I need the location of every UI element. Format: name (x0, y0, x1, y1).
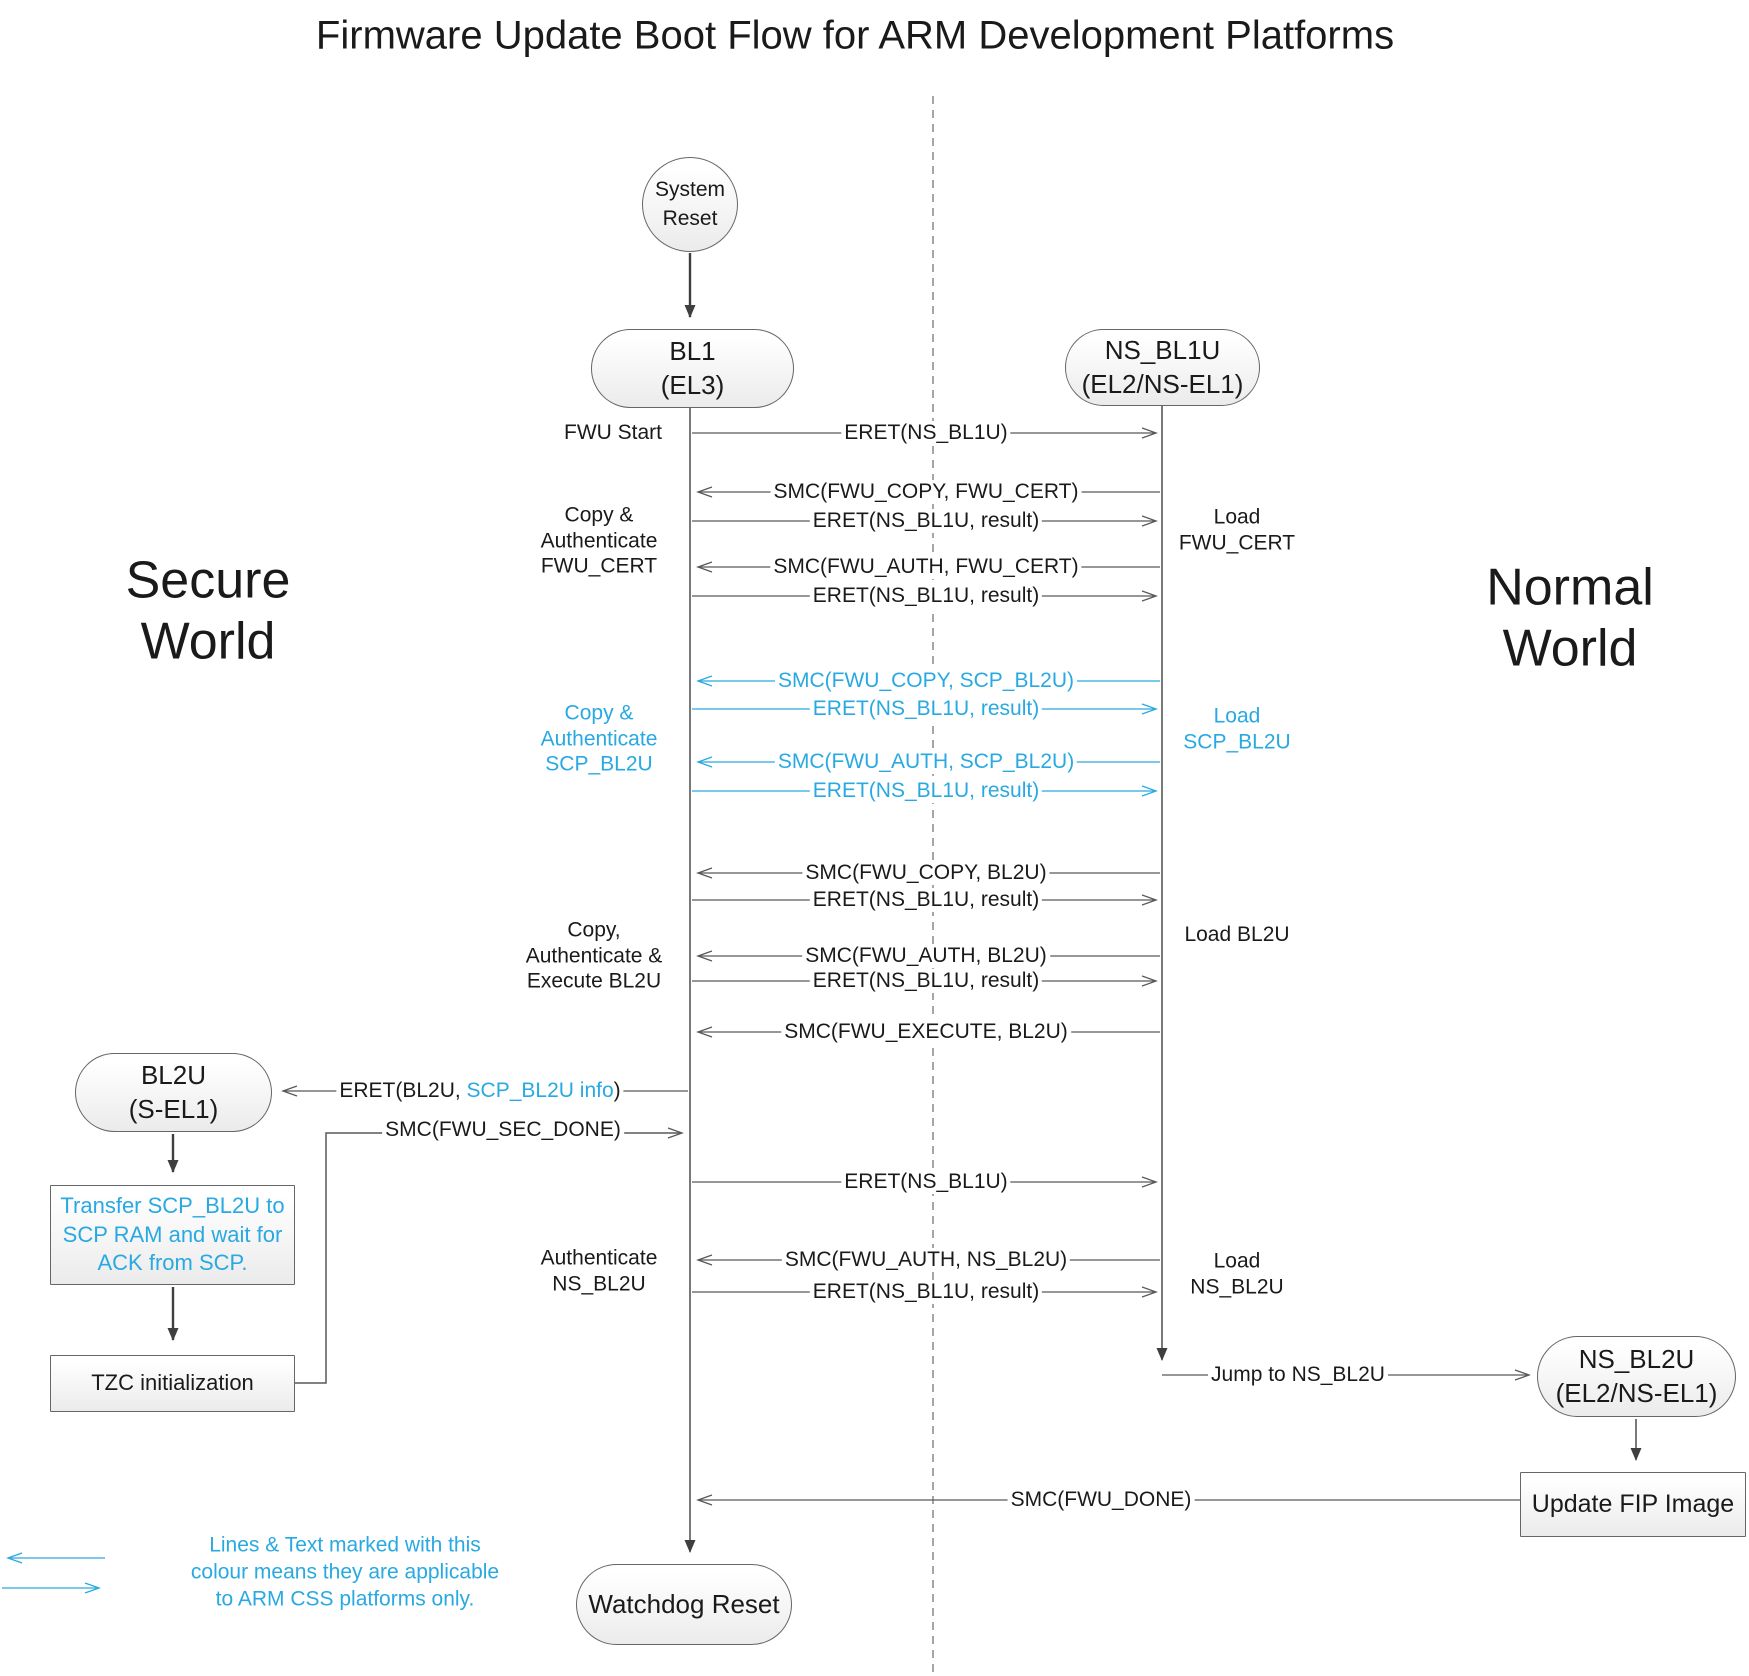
message-smc-fwu-execute-bl2u: SMC(FWU_EXECUTE, BL2U) (781, 1020, 1071, 1044)
node-watchdog-reset: Watchdog Reset (576, 1564, 792, 1645)
message-eret-bl2u: ERET(BL2U, SCP_BL2U info) (336, 1079, 624, 1103)
message-smc-fwu-copy-bl2u: SMC(FWU_COPY, BL2U) (802, 861, 1050, 885)
node-bl1: BL1 (EL3) (591, 329, 794, 408)
label-copy-auth-fwu-cert: Copy & Authenticate FWU_CERT (540, 503, 658, 578)
label-load-ns-bl2u: Load NS_BL2U (1190, 1249, 1284, 1298)
message-smc-fwu-copy-scp-bl2u: SMC(FWU_COPY, SCP_BL2U) (774, 669, 1078, 693)
label-copy-auth-scp-bl2u: Copy & Authenticate SCP_BL2U (540, 701, 658, 776)
message-eret-result-5: ERET(NS_BL1U, result) (809, 1280, 1043, 1304)
node-transfer-scp-bl2u: Transfer SCP_BL2U to SCP RAM and wait fo… (50, 1185, 295, 1285)
message-eret-result-scp-2: ERET(NS_BL1U, result) (809, 779, 1043, 803)
message-smc-fwu-done: SMC(FWU_DONE) (1007, 1488, 1195, 1512)
message-eret-result-3: ERET(NS_BL1U, result) (809, 888, 1043, 912)
message-jump-to-ns-bl2u: Jump to NS_BL2U (1208, 1363, 1388, 1387)
label-copy-auth-exec-bl2u: Copy, Authenticate & Execute BL2U (525, 918, 663, 993)
message-eret-result-2: ERET(NS_BL1U, result) (809, 584, 1043, 608)
message-eret-ns-bl1u-start: ERET(NS_BL1U) (841, 421, 1011, 445)
normal-world-label: Normal World (1486, 558, 1654, 678)
message-eret-result-4: ERET(NS_BL1U, result) (809, 969, 1043, 993)
secure-world-label: Secure World (125, 551, 291, 671)
node-bl2u: BL2U (S-EL1) (75, 1053, 272, 1132)
message-eret-result-scp-1: ERET(NS_BL1U, result) (809, 697, 1043, 721)
node-ns-bl1u: NS_BL1U (EL2/NS-EL1) (1065, 329, 1260, 406)
label-load-bl2u: Load BL2U (1184, 923, 1290, 947)
message-eret-ns-bl1u-2: ERET(NS_BL1U) (841, 1170, 1011, 1194)
message-smc-fwu-copy-fwu-cert: SMC(FWU_COPY, FWU_CERT) (770, 480, 1082, 504)
message-eret-bl2u-prefix: ERET(BL2U, (339, 1079, 467, 1102)
node-ns-bl2u: NS_BL2U (EL2/NS-EL1) (1537, 1336, 1736, 1417)
node-tzc-initialization: TZC initialization (50, 1355, 295, 1412)
message-eret-bl2u-suffix: ) (613, 1079, 621, 1102)
node-update-fip-image: Update FIP Image (1520, 1472, 1746, 1537)
message-eret-result-1: ERET(NS_BL1U, result) (809, 509, 1043, 533)
legend-note: Lines & Text marked with this colour mea… (190, 1533, 500, 1611)
page-title: Firmware Update Boot Flow for ARM Develo… (315, 13, 1395, 58)
message-smc-fwu-auth-bl2u: SMC(FWU_AUTH, BL2U) (802, 944, 1050, 968)
message-smc-fwu-sec-done: SMC(FWU_SEC_DONE) (382, 1118, 624, 1142)
label-authenticate-ns-bl2u: Authenticate NS_BL2U (540, 1246, 658, 1295)
label-load-scp-bl2u: Load SCP_BL2U (1183, 704, 1291, 753)
message-smc-fwu-auth-fwu-cert: SMC(FWU_AUTH, FWU_CERT) (770, 555, 1082, 579)
label-fwu-start: FWU Start (564, 421, 662, 445)
node-system-reset: System Reset (642, 157, 738, 252)
message-eret-bl2u-highlight: SCP_BL2U info (466, 1079, 614, 1102)
label-load-fwu-cert: Load FWU_CERT (1178, 505, 1296, 554)
message-smc-fwu-auth-ns-bl2u: SMC(FWU_AUTH, NS_BL2U) (781, 1248, 1071, 1272)
message-smc-fwu-auth-scp-bl2u: SMC(FWU_AUTH, SCP_BL2U) (774, 750, 1078, 774)
